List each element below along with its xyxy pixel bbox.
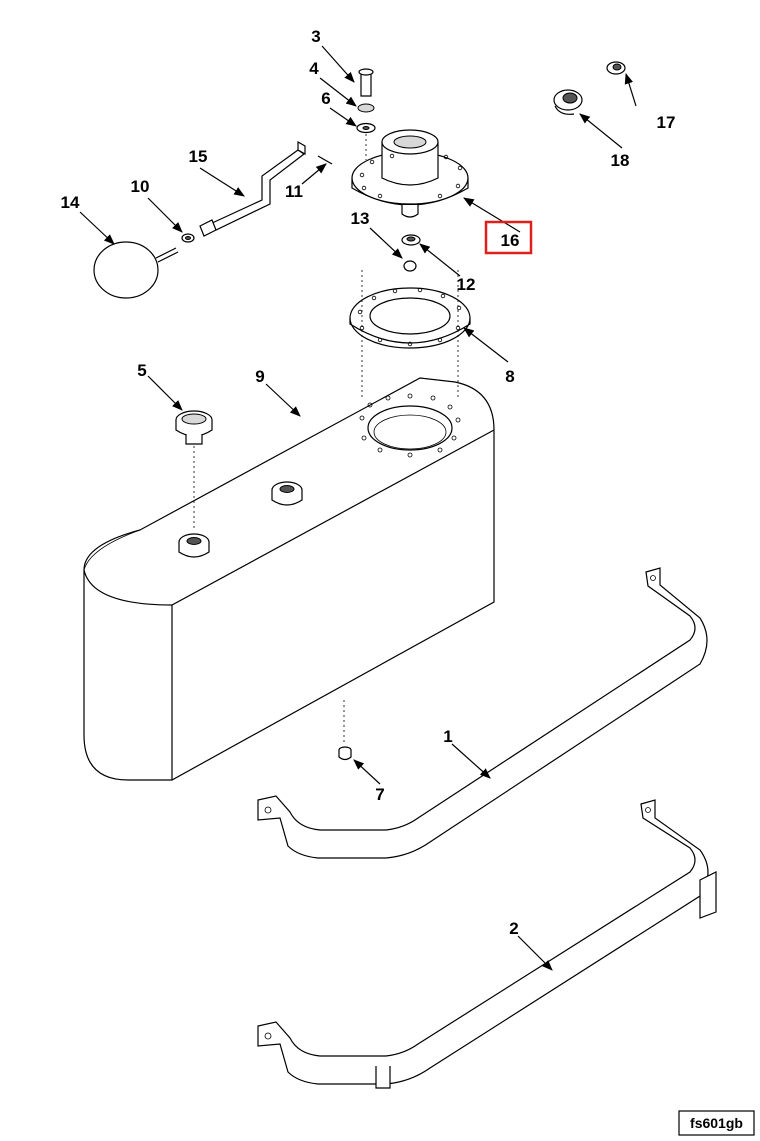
leader-17: [624, 72, 637, 107]
drain-plug: [338, 746, 352, 761]
callout-10: 10: [131, 177, 150, 196]
callout-17: 17: [657, 113, 676, 132]
callout-15: 15: [189, 147, 208, 166]
figure-id: fs601gb: [690, 1115, 743, 1131]
leader-16: [463, 197, 521, 233]
leader-2: [517, 935, 553, 971]
bushing-large: [553, 89, 583, 115]
leader-1: [451, 743, 491, 779]
leader-18: [579, 113, 623, 149]
callout-14: 14: [61, 193, 80, 212]
leader-11: [301, 163, 327, 185]
leader-5: [147, 375, 183, 411]
callout-5: 5: [137, 361, 146, 380]
leader-10: [147, 197, 183, 233]
sending-unit: [351, 129, 469, 218]
callout-16: 16: [501, 231, 520, 250]
float-nut: [181, 233, 195, 243]
leader-13: [369, 227, 403, 259]
callout-2: 2: [509, 919, 518, 938]
callout-labels: 3 4 6 16 17 18 15 11 10 14 13 12 8 5 9 7…: [61, 27, 676, 938]
leader-9: [265, 383, 301, 417]
sender-ball: [403, 260, 417, 272]
float: [93, 241, 179, 299]
callout-11: 11: [285, 182, 303, 201]
tank-strap-rear: [257, 799, 717, 1089]
mounting-screw-stack: [356, 68, 376, 160]
callout-18: 18: [611, 151, 630, 170]
callout-3: 3: [311, 27, 320, 46]
callout-12: 12: [457, 275, 476, 294]
leader-12: [419, 243, 461, 277]
filler-cap: [175, 410, 213, 530]
callout-1: 1: [443, 727, 452, 746]
float-arm: [199, 140, 306, 237]
callout-6: 6: [321, 89, 330, 108]
leader-15: [199, 167, 245, 197]
float-arm-pin: [317, 155, 333, 165]
leader-lines: [79, 45, 637, 971]
figure-id-box: [678, 1110, 755, 1136]
callout-16-highlight: [484, 220, 533, 255]
tank-strap-front: [257, 567, 708, 859]
callout-9: 9: [255, 367, 264, 386]
leader-4: [319, 77, 357, 107]
leader-8: [463, 327, 509, 363]
callout-7: 7: [375, 785, 384, 804]
leader-3: [321, 45, 355, 83]
fuel-tank: [83, 377, 495, 781]
leader-7: [353, 759, 381, 785]
callout-13: 13: [351, 209, 370, 228]
leader-14: [79, 211, 115, 245]
bushing-small: [606, 61, 626, 75]
callout-8: 8: [505, 367, 514, 386]
leader-6: [329, 107, 357, 127]
callout-4: 4: [309, 59, 319, 78]
sender-nut: [401, 234, 421, 246]
gasket: [349, 270, 471, 400]
